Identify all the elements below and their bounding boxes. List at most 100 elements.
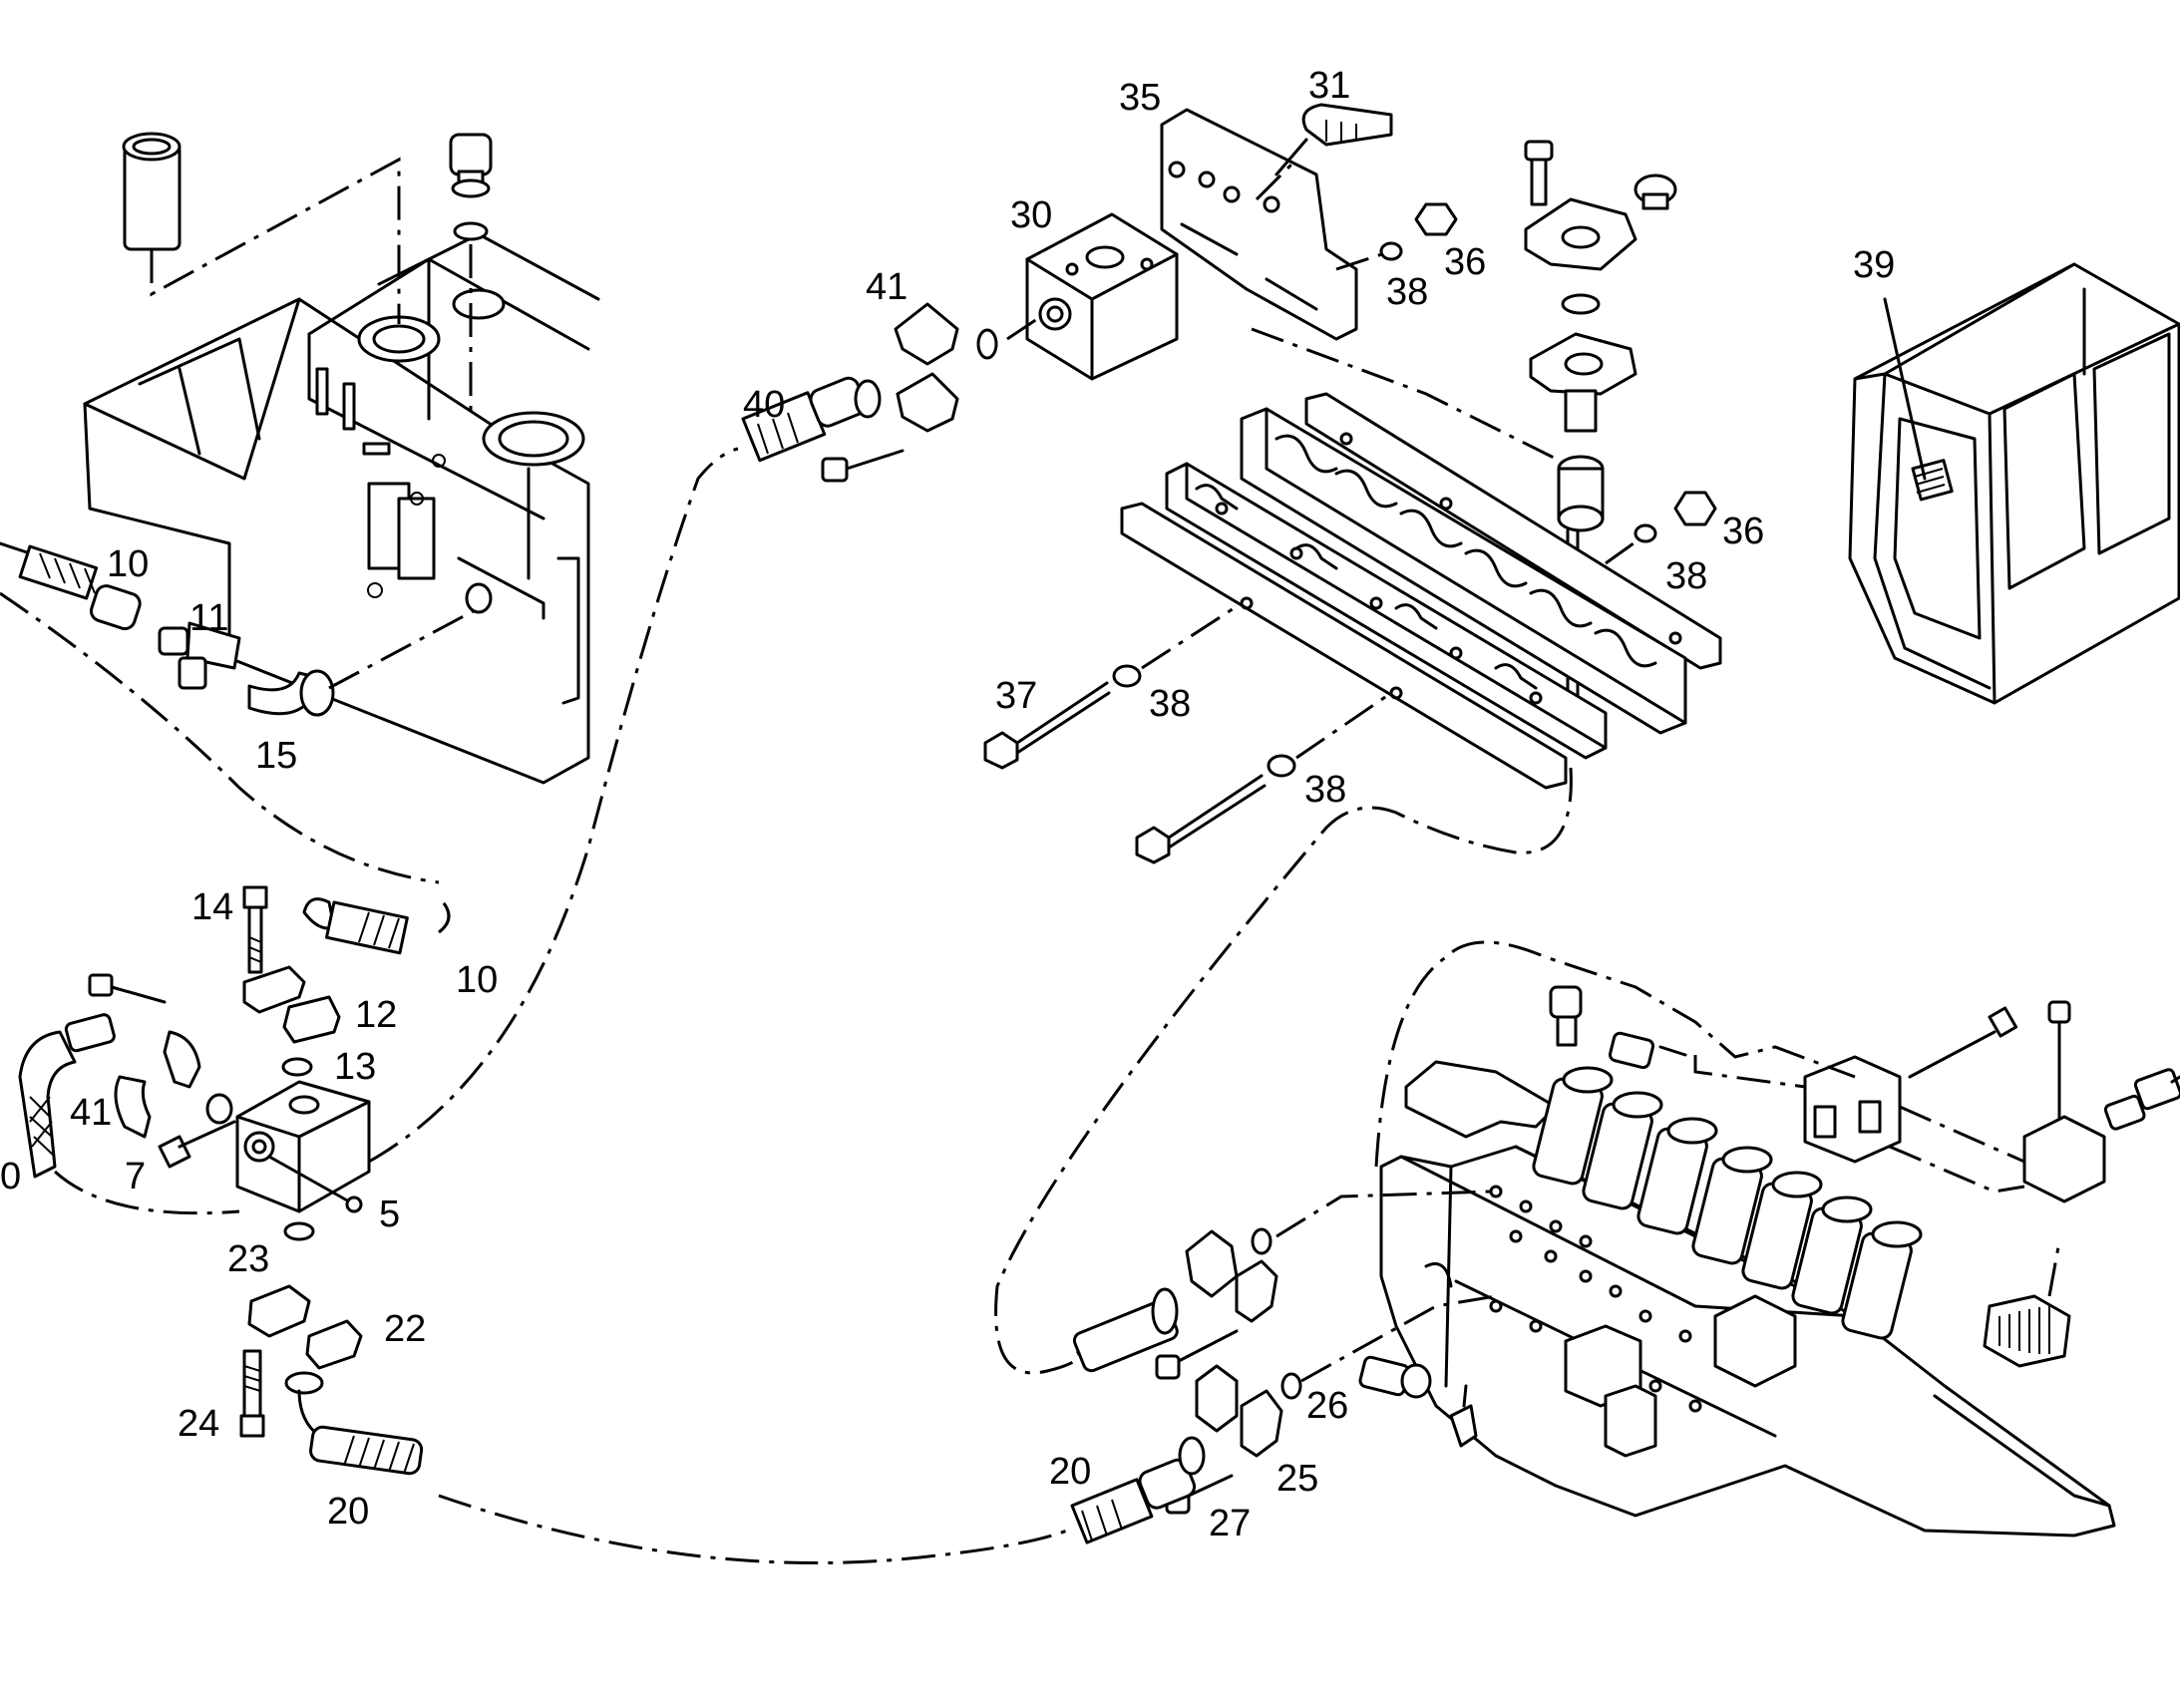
washer-38-top (1379, 241, 1403, 261)
label-41: 41 (70, 1092, 112, 1134)
fitting-20-right (1070, 1436, 1206, 1544)
plate-35 (1160, 108, 1358, 341)
tube-fitting (1072, 1287, 1179, 1373)
flange-top (1524, 197, 1637, 271)
clamp-25 (1195, 1364, 1283, 1458)
bolt-31 (1274, 103, 1393, 176)
leader-31 (1255, 158, 1298, 201)
label-41: 41 (866, 266, 908, 308)
label-5: 5 (379, 1194, 400, 1235)
label-35: 35 (1119, 77, 1161, 119)
harness-line-4 (1889, 1145, 2025, 1194)
hose-10-upper (0, 541, 142, 631)
mounting-plate (1404, 1060, 1558, 1139)
leader-connector (2047, 1240, 2061, 1297)
label-36: 36 (1444, 241, 1486, 283)
flange-lower (1529, 332, 1637, 433)
label-38: 38 (1386, 271, 1428, 313)
bolt-upper-left (88, 973, 167, 1004)
leader-o-ring-upper (1275, 1190, 1492, 1238)
washer-38-b (1267, 754, 1296, 778)
label-24: 24 (178, 1403, 219, 1445)
port-plug (465, 582, 493, 614)
hydraulic-tank (83, 232, 600, 785)
label-37: 37 (995, 675, 1037, 717)
fitting-40 (741, 376, 882, 463)
bolt-right-upper (1155, 1329, 1239, 1380)
bolt-7 (158, 1120, 236, 1169)
o-ring-23 (283, 1221, 315, 1241)
label-38: 38 (1665, 555, 1707, 597)
label-20: 20 (327, 1491, 369, 1533)
label-30: 30 (1010, 194, 1052, 236)
connector-block (1983, 1294, 2071, 1368)
bushing (1557, 455, 1605, 532)
bolt-38-lower (1135, 774, 1267, 864)
hose-line-40 (368, 447, 739, 1164)
label-15: 15 (255, 735, 297, 777)
bolt-24 (239, 1349, 265, 1438)
upper-right-fittings (1549, 985, 2180, 1203)
holder-bar-front (1165, 462, 1608, 760)
label-23: 23 (227, 1238, 269, 1280)
label-20: 20 (1049, 1451, 1091, 1493)
hose-line-right (994, 767, 1573, 1375)
rail-front (1120, 502, 1568, 790)
o-ring-26 (1280, 1372, 1302, 1400)
label-38: 38 (1304, 769, 1346, 811)
bolt-14 (242, 885, 268, 974)
harness-line-2 (1693, 1055, 1806, 1089)
leader-38-lower (1295, 691, 1392, 760)
hose-line-0 (53, 1170, 240, 1215)
label-31: 31 (1308, 65, 1350, 107)
label-36: 36 (1722, 511, 1764, 552)
leader-35 (1251, 327, 1557, 461)
plug-top (1634, 173, 1677, 210)
block-30 (1025, 212, 1179, 381)
leader-38-mid (1605, 536, 1641, 565)
adapter-fittings (1358, 1355, 1478, 1448)
label-7: 7 (125, 1156, 146, 1197)
label-13: 13 (334, 1046, 376, 1088)
label-40: 40 (743, 384, 785, 426)
holder-bar (1240, 407, 1687, 735)
hose-line-20 (438, 1494, 1068, 1564)
label-25: 25 (1276, 1458, 1318, 1500)
leader-30 (1006, 317, 1038, 341)
hose-20-left (284, 1371, 424, 1476)
bolt-37 (983, 681, 1111, 770)
o-ring-right-upper (1251, 1227, 1272, 1255)
label-0: 0 (0, 1156, 21, 1197)
operator-cab (1848, 262, 2180, 705)
label-10: 10 (456, 959, 498, 1001)
o-ring-flange (1561, 293, 1601, 315)
leader-15 (328, 606, 480, 690)
leader-37 (1141, 601, 1243, 670)
hose-braided (18, 1013, 116, 1179)
clamp-41-top (894, 302, 959, 433)
nut-36-top (1414, 202, 1458, 236)
label-12: 12 (355, 994, 397, 1036)
spool-solenoids (1532, 1066, 1923, 1340)
label-26: 26 (1306, 1385, 1348, 1427)
o-ring-13 (281, 1057, 313, 1077)
elbow-fitting-15 (247, 669, 335, 717)
label-39: 39 (1853, 244, 1895, 286)
label-14: 14 (191, 886, 233, 928)
leader-filter (150, 157, 401, 324)
filter-element (122, 132, 182, 251)
clamp-half-12 (242, 965, 341, 1044)
hose-10-lower (302, 895, 451, 955)
label-38: 38 (1149, 683, 1191, 725)
label-10: 10 (107, 543, 149, 585)
label-11: 11 (189, 597, 228, 639)
nut-36-mid (1673, 491, 1717, 526)
washer-38-a (1112, 664, 1142, 688)
filler-cap (449, 133, 493, 241)
leader-26 (1300, 1294, 1497, 1383)
bolt-41-top (821, 449, 905, 483)
hose-line-10 (0, 591, 440, 884)
washer-38-mid (1634, 523, 1657, 543)
label-22: 22 (384, 1308, 426, 1350)
